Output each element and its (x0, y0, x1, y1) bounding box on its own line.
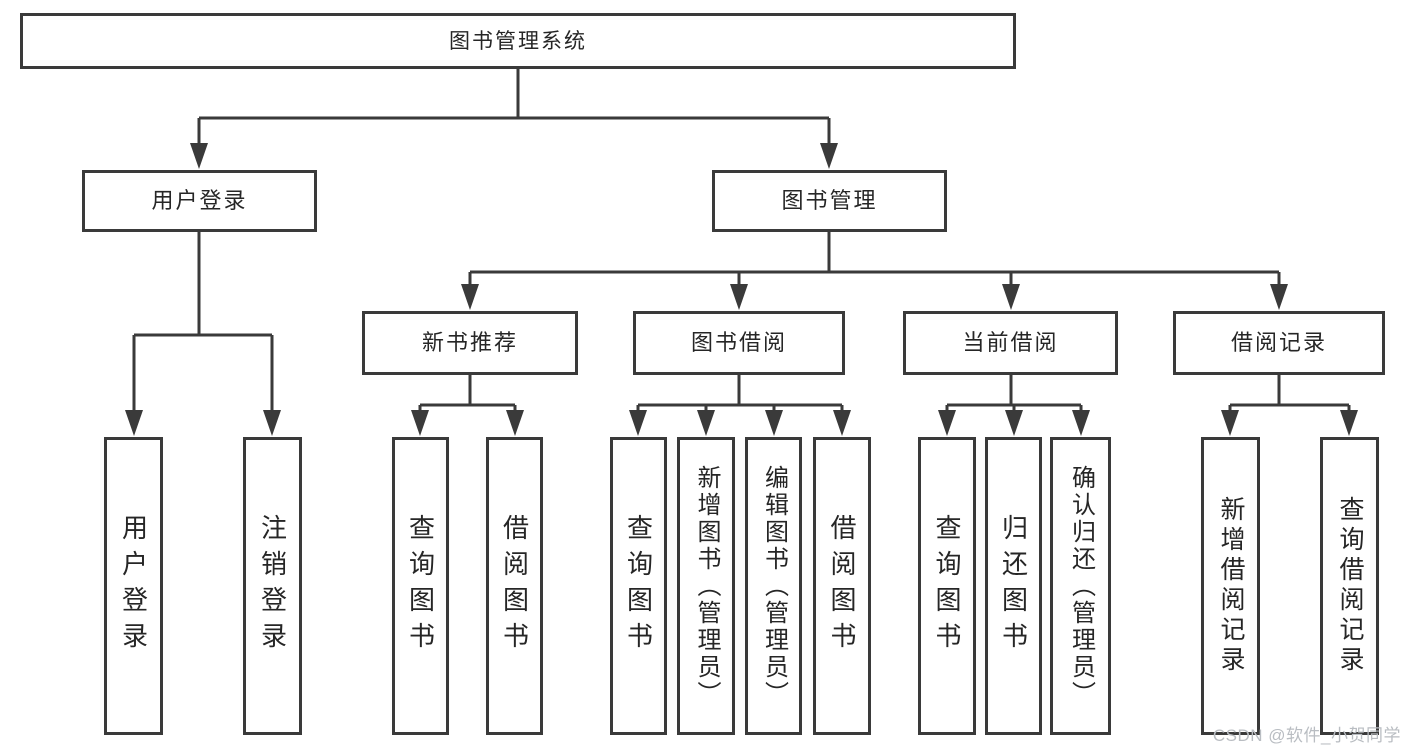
node-book-management: 图书管理 (712, 170, 947, 232)
leaf-query-borrow-record: 查询借阅记录 (1320, 437, 1379, 735)
leaf-confirm-return-admin: 确认归还（管理员） (1050, 437, 1111, 735)
leaf-query-books-current: 查询图书 (918, 437, 976, 735)
csdn-watermark: CSDN @软件_小贺同学 (1212, 726, 1401, 745)
node-current-borrow: 当前借阅 (903, 311, 1118, 375)
leaf-borrow-books: 借阅图书 (813, 437, 871, 735)
node-book-borrow: 图书借阅 (633, 311, 845, 375)
leaf-add-borrow-record: 新增借阅记录 (1201, 437, 1260, 735)
leaf-query-books-recommend: 查询图书 (392, 437, 449, 735)
leaf-user-login: 用户登录 (104, 437, 163, 735)
node-library-system: 图书管理系统 (20, 13, 1016, 69)
leaf-edit-book-admin: 编辑图书（管理员） (745, 437, 802, 735)
leaf-return-book: 归还图书 (985, 437, 1042, 735)
leaf-borrow-books-recommend: 借阅图书 (486, 437, 543, 735)
node-user-login: 用户登录 (82, 170, 317, 232)
node-new-book-recommend: 新书推荐 (362, 311, 578, 375)
leaf-query-books-borrow: 查询图书 (610, 437, 667, 735)
node-borrow-record: 借阅记录 (1173, 311, 1385, 375)
leaf-logout: 注销登录 (243, 437, 302, 735)
leaf-add-book-admin: 新增图书（管理员） (677, 437, 735, 735)
arrowheads (125, 143, 1358, 436)
